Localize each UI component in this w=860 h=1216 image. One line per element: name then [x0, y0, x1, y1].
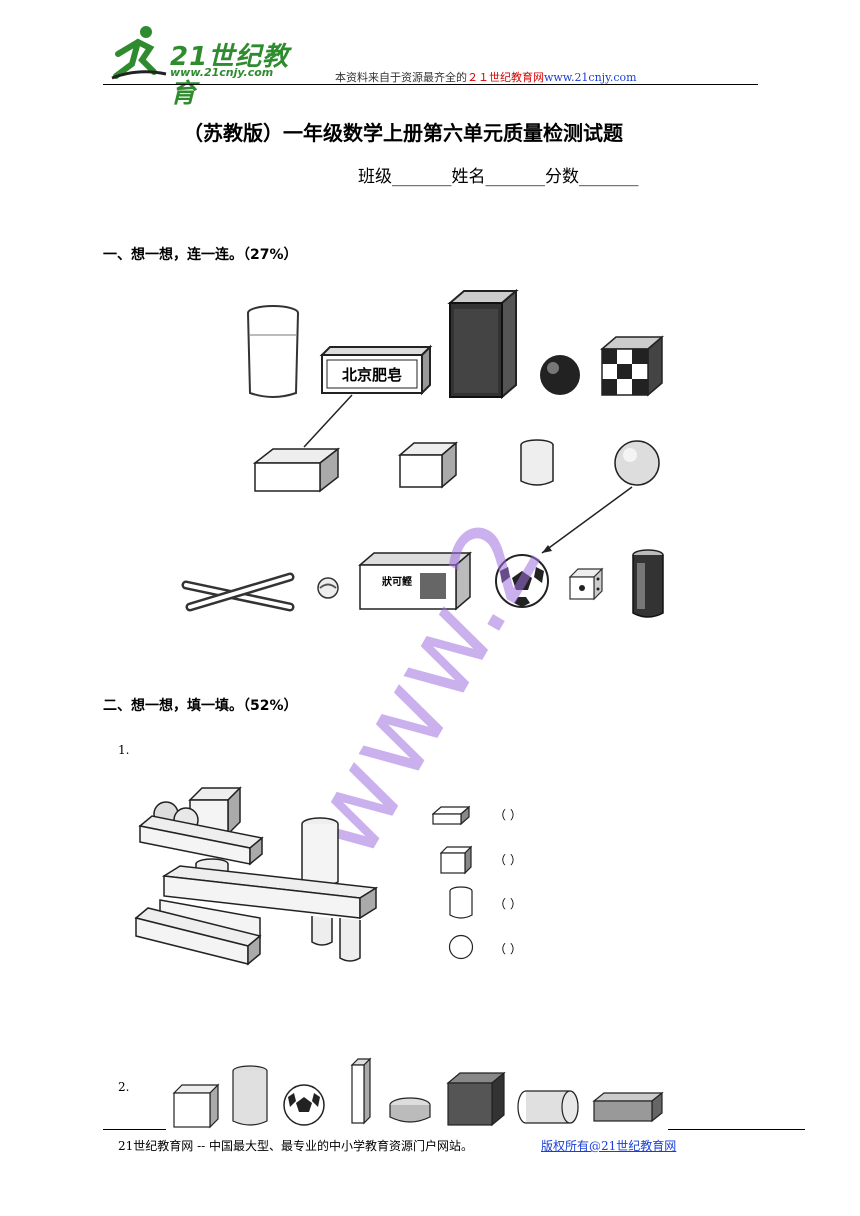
- cuboid-shape-icon: [252, 447, 341, 493]
- footer-rule-left: [103, 1129, 166, 1130]
- header-note: 本资料来自于资源最齐全的２１世纪教育网www.21cnjy.com: [335, 71, 637, 84]
- section-2-heading: 二、想一想，填一填。（52%）: [103, 698, 298, 714]
- answer-blank[interactable]: （ ）: [494, 942, 522, 956]
- battery-icon: [632, 549, 664, 618]
- answer-row-cube: （ ）: [440, 845, 592, 875]
- cube-object-icon: [172, 1083, 220, 1129]
- ball-icon: [540, 355, 580, 395]
- answer-row-cuboid: （ ）: [432, 804, 592, 828]
- answer-row-cylinder: （ ）: [448, 885, 592, 921]
- marble-icon: [317, 577, 339, 599]
- crossed-sticks-icon: [181, 572, 295, 612]
- soap-label: 北京肥皂: [342, 366, 402, 384]
- gift-box-icon: 狀可鲣: [357, 551, 473, 611]
- block-structure-figure: [134, 786, 378, 966]
- dice-icon: [568, 567, 604, 601]
- dark-cube-icon: [446, 1071, 506, 1127]
- question-2-number: 2.: [118, 1080, 130, 1094]
- question-1-number: 1.: [118, 743, 130, 757]
- header-brand: ２１世纪教育网: [467, 71, 544, 84]
- footer-rule-right: [668, 1129, 805, 1130]
- soap-box-icon: 北京肥皂: [319, 344, 433, 396]
- example-line-2: [541, 486, 633, 554]
- speaker-box-icon: [447, 288, 519, 400]
- footer-text: 21世纪教育网 -- 中国最大型、最专业的中小学教育资源门户网站。: [118, 1139, 474, 1153]
- cylinder-icon: [449, 886, 473, 919]
- cube-shape-icon: [397, 441, 459, 489]
- header-rule: [103, 84, 758, 85]
- glass-cup-icon: [247, 305, 299, 398]
- tall-can-icon: [232, 1065, 268, 1126]
- sphere-icon: [448, 934, 474, 960]
- rubik-cube-icon: [599, 335, 665, 397]
- logo-url: www.21cnjy.com: [170, 66, 274, 79]
- footer-copyright-link[interactable]: 版权所有@21世纪教育网: [541, 1139, 677, 1153]
- answer-blank[interactable]: （ ）: [494, 897, 522, 911]
- student-info-line: 班级_______姓名_______分数_______: [358, 167, 639, 187]
- site-logo: 21世纪教育 www.21cnjy.com: [108, 24, 308, 109]
- answer-row-sphere: （ ）: [448, 934, 592, 962]
- cylinder-shape-icon: [520, 439, 554, 486]
- header-url-link[interactable]: www.21cnjy.com: [544, 71, 637, 84]
- example-line-1: [303, 394, 353, 448]
- soccer-ball-icon: [495, 554, 549, 608]
- flat-cuboid-icon: [592, 1091, 664, 1123]
- lying-cylinder-icon: [517, 1090, 579, 1124]
- section-1-heading: 一、想一想，连一连。（27%）: [103, 247, 298, 263]
- box-label: 狀可鲣: [382, 575, 413, 588]
- cube-icon: [440, 845, 472, 875]
- disc-icon: [389, 1097, 431, 1123]
- sphere-shape-icon: [614, 440, 660, 486]
- matching-figure: 北京肥皂: [181, 288, 665, 618]
- soccer-ball-object-icon: [283, 1084, 325, 1126]
- thin-plank-icon: [350, 1057, 372, 1125]
- answer-blank[interactable]: （ ）: [494, 808, 522, 822]
- answer-blank[interactable]: （ ）: [494, 853, 522, 867]
- page-title: （苏教版）一年级数学上册第六单元质量检测试题: [183, 121, 623, 145]
- cuboid-icon: [432, 805, 470, 826]
- runner-logo-icon: [111, 26, 167, 80]
- objects-row-figure: [172, 1057, 664, 1129]
